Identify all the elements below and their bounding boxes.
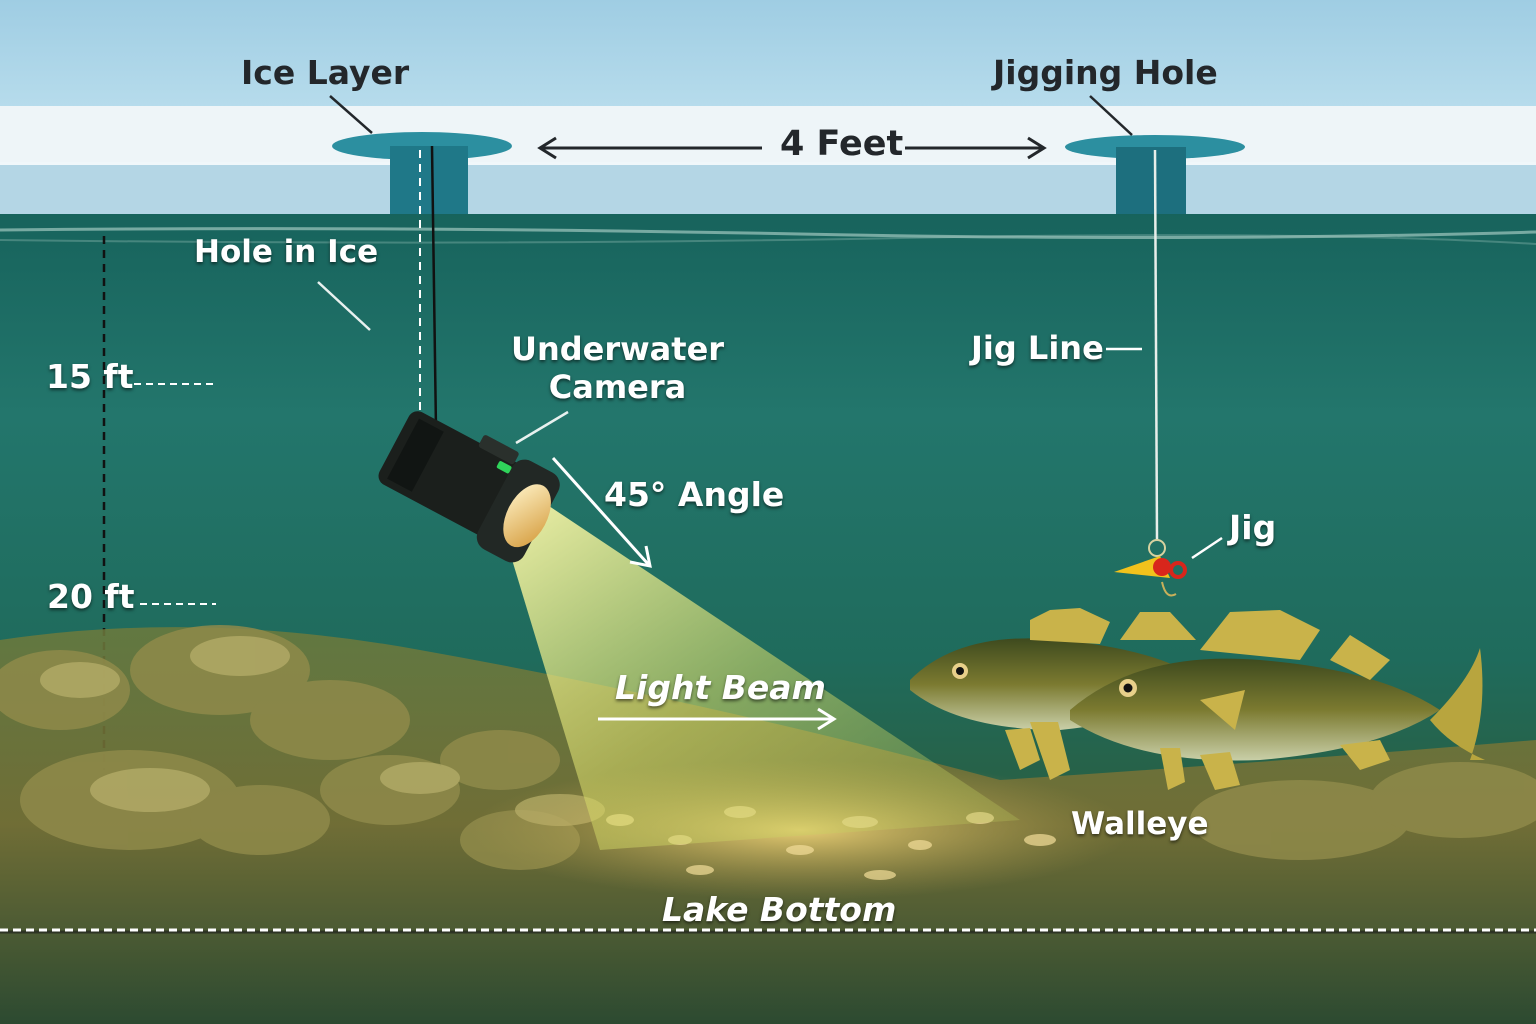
ice-blocks <box>0 162 1536 214</box>
distance-arrow <box>537 136 1047 160</box>
label-depth-15ft: 15 ft <box>46 357 134 396</box>
light-beam-arrow <box>598 707 837 731</box>
label-underwater-camera-line2: Camera <box>548 368 687 406</box>
label-light-beam: Light Beam <box>615 668 826 707</box>
camera-hole <box>332 132 512 214</box>
label-angle: 45° Angle <box>604 475 785 514</box>
label-jig-line: Jig Line <box>971 329 1104 367</box>
ice-layer-top <box>0 106 1536 164</box>
underwater-camera <box>378 411 560 563</box>
depth-ruler <box>102 236 216 770</box>
label-lake-bottom: Lake Bottom <box>662 890 897 929</box>
label-distance: 4 Feet <box>780 124 904 164</box>
angle-arrow <box>551 456 652 568</box>
label-jigging-hole: Jigging Hole <box>993 53 1218 92</box>
label-depth-20ft: 20 ft <box>47 577 135 616</box>
jig-lure <box>1114 536 1223 597</box>
walleye-fish-front <box>1070 610 1485 790</box>
sky <box>0 0 1536 110</box>
label-walleye: Walleye <box>1071 806 1209 842</box>
label-jig: Jig <box>1229 508 1277 547</box>
label-underwater-camera-line1: Underwater <box>510 330 725 368</box>
light-beam <box>500 490 1020 850</box>
label-ice-layer: Ice Layer <box>241 53 410 92</box>
label-hole-in-ice: Hole in Ice <box>194 234 379 270</box>
jigging-hole <box>1065 135 1245 214</box>
jig-line <box>1106 149 1159 541</box>
label-underwater-camera: Underwater Camera <box>510 330 725 406</box>
